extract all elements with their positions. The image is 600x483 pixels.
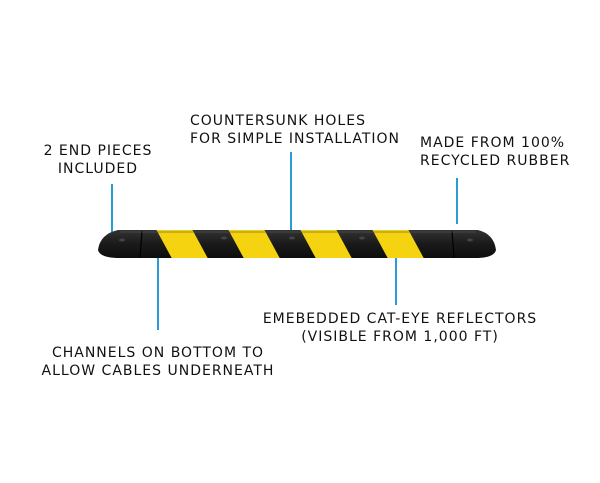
callout-countersunk-line1: COUNTERSUNK HOLES <box>190 113 366 129</box>
countersunk-hole <box>359 236 365 240</box>
leader-line-recycled <box>456 178 458 224</box>
callout-end-pieces: 2 END PIECES INCLUDED <box>38 142 158 178</box>
callout-end-pieces-line2: INCLUDED <box>57 161 139 177</box>
countersunk-hole <box>221 236 227 240</box>
callout-end-pieces-line1: 2 END PIECES <box>43 143 153 159</box>
callout-recycled-line2: RECYCLED RUBBER <box>420 153 571 169</box>
callout-channels-line1: CHANNELS ON BOTTOM TO <box>51 345 265 361</box>
callout-recycled-rubber: MADE FROM 100% RECYCLED RUBBER <box>420 134 570 170</box>
countersunk-hole <box>289 236 295 240</box>
callout-cat-eye-reflectors: EMEBEDDED CAT-EYE REFLECTORS (VISIBLE FR… <box>260 310 540 346</box>
speed-bump-stripes <box>150 230 428 258</box>
callout-cable-channels: CHANNELS ON BOTTOM TO ALLOW CABLES UNDER… <box>40 344 276 380</box>
countersunk-hole <box>467 238 473 242</box>
yellow-stripe <box>150 230 212 258</box>
yellow-stripe <box>366 230 428 258</box>
callout-countersunk-holes: COUNTERSUNK HOLES FOR SIMPLE INSTALLATIO… <box>190 112 400 148</box>
callout-channels-line2: ALLOW CABLES UNDERNEATH <box>41 363 275 379</box>
countersunk-hole <box>119 238 125 242</box>
leader-line-channels <box>157 258 159 330</box>
yellow-stripe <box>222 230 284 258</box>
leader-line-end-pieces <box>111 184 113 234</box>
callout-recycled-line1: MADE FROM 100% <box>420 135 566 151</box>
leader-line-countersunk <box>290 152 292 230</box>
end-piece-joint-right <box>451 230 455 259</box>
speed-bump-body <box>98 230 496 258</box>
callout-countersunk-line2: FOR SIMPLE INSTALLATION <box>190 131 400 147</box>
callout-reflectors-line2: (VISIBLE FROM 1,000 FT) <box>301 329 499 345</box>
yellow-stripe <box>294 230 356 258</box>
callout-reflectors-line1: EMEBEDDED CAT-EYE REFLECTORS <box>262 311 538 327</box>
leader-line-reflectors <box>395 250 397 305</box>
end-piece-joint-left <box>139 230 143 259</box>
